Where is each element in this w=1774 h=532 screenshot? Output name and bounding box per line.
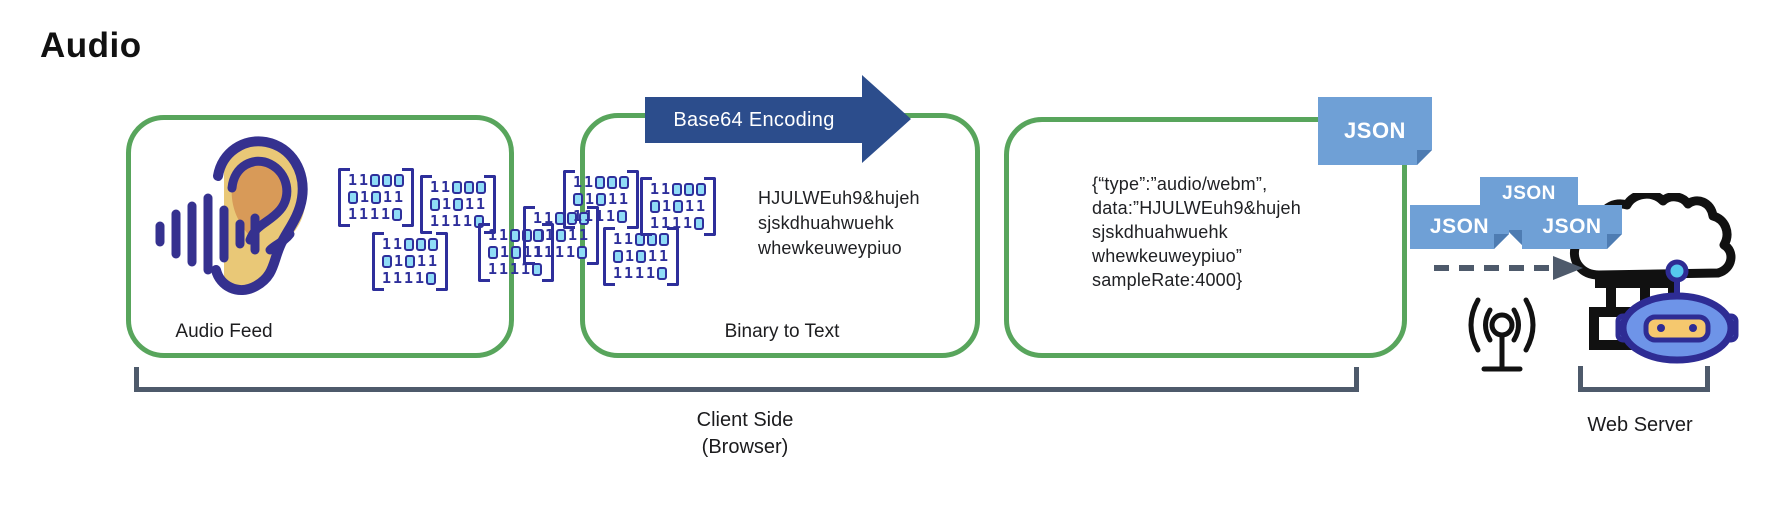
base64-encoding-banner: Base64 Encoding	[645, 97, 863, 143]
json-packet: JSON	[1410, 205, 1509, 249]
transfer-dashed-line	[1434, 265, 1554, 271]
folded-corner	[1494, 234, 1509, 249]
sound-waves-icon	[155, 193, 260, 275]
folded-corner	[1607, 234, 1622, 249]
transfer-arrow-icon	[1553, 256, 1583, 280]
folded-corner	[1417, 150, 1432, 165]
robot-icon	[1615, 259, 1739, 364]
stage-box-json-payload	[1004, 117, 1407, 358]
client-side-bracket	[134, 367, 1359, 392]
json-packet: JSON	[1522, 205, 1622, 249]
json-packet-fold	[1507, 205, 1523, 245]
web-server-bracket	[1578, 366, 1710, 392]
page-title: Audio	[40, 26, 142, 65]
stage-label-audio-feed: Audio Feed	[175, 321, 273, 342]
ear-listening-icon	[155, 136, 308, 295]
arrow-right-icon	[862, 75, 911, 163]
folded-corner	[1507, 230, 1522, 245]
json-tab: JSON	[1318, 97, 1432, 165]
web-server-label: Web Server	[1587, 414, 1693, 436]
broadcast-antenna-icon	[1468, 297, 1536, 372]
json-payload-text: {“type”:”audio/webm”, data:”HJULWEuh9&hu…	[1092, 174, 1301, 290]
client-side-label: Client Side (Browser)	[696, 409, 794, 458]
ear-shape	[211, 136, 308, 295]
base64-encoding-label: Base64 Encoding	[673, 108, 835, 131]
stage-label-binary-to-text: Binary to Text	[724, 321, 840, 342]
base64-output-text: HJULWEuh9&hujeh sjskdhuahwuehk whewkeuwe…	[758, 188, 920, 258]
